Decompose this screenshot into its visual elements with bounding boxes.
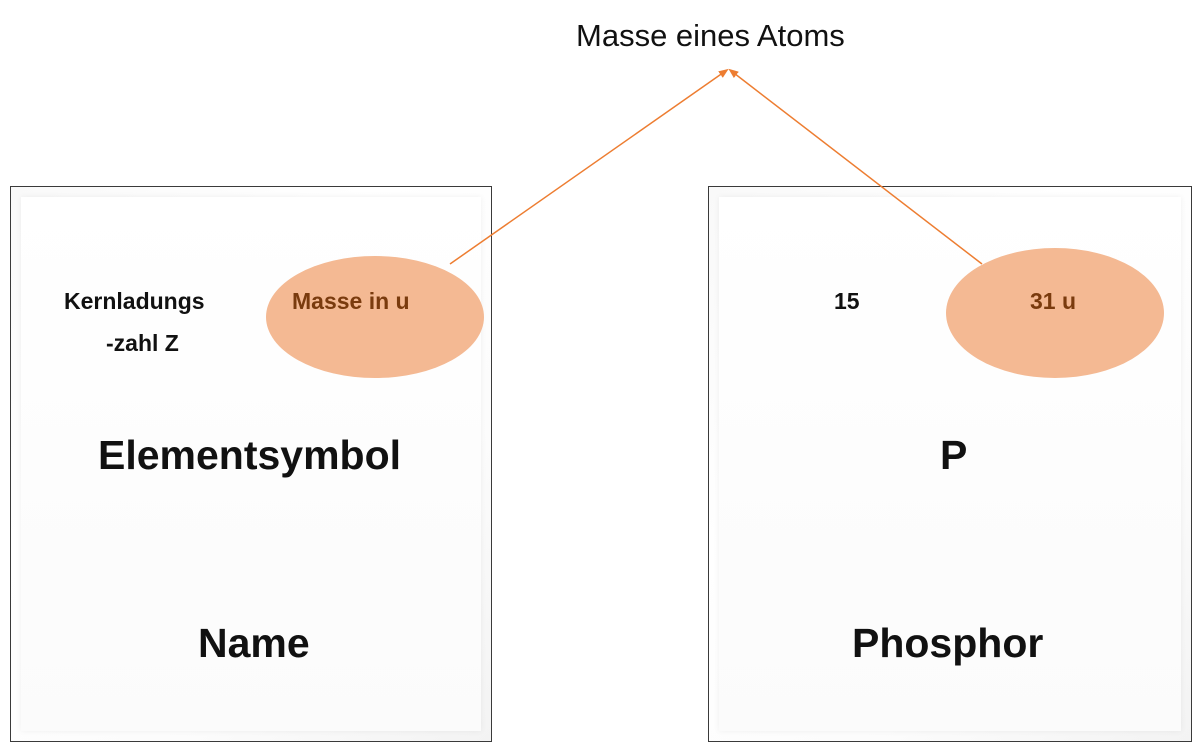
mass-value: 31 u (1030, 288, 1077, 314)
atomic-number-label-line1: Kernladungs (64, 288, 205, 314)
atomic-number-value: 15 (834, 288, 860, 314)
element-symbol-label: Elementsymbol (98, 432, 402, 478)
mass-label-template: Masse in u (292, 288, 410, 314)
atomic-number-label-line2: -zahl Z (106, 330, 179, 356)
top-label-text: Masse eines Atoms (576, 18, 845, 53)
mass-ellipse-example (946, 248, 1164, 378)
mass-ellipse-template (266, 256, 484, 378)
element-symbol-value: P (940, 432, 968, 478)
element-name-value: Phosphor (852, 620, 1044, 666)
element-name-label: Name (198, 620, 310, 666)
